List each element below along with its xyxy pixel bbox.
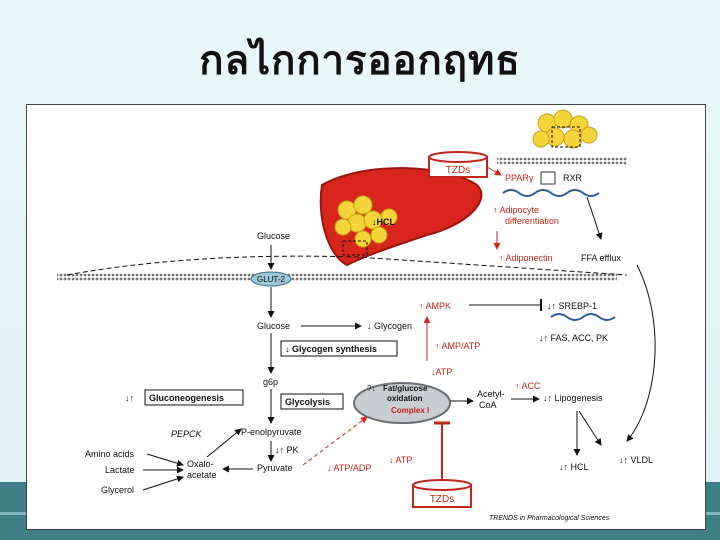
glycogen-synthesis-label: ↓ Glycogen synthesis [285,344,377,354]
fat-droplets-liver [334,195,398,248]
g6p-label: g6p [263,377,278,387]
lipogenesis-label: ↓↑ Lipogenesis [543,393,603,403]
ffa-efflux-label: FFA efflux [581,253,621,263]
pyruvate-to-mito-dashed-arrow [302,416,368,466]
slide-title: กลไกการออกฤทธ [199,38,521,84]
glycolysis-box [280,393,344,410]
rxr-label: RXR [563,173,583,183]
oxalo-label-1: Oxalo- [187,459,214,469]
adipocyte-label: ↑ Adipocyte [493,205,539,215]
acc-label: ↑ ACC [515,381,541,391]
atp-adp-label: ↓ ATP/ADP [327,463,371,473]
amp-atp-label: ↑ AMP/ATP [435,341,480,351]
complex-i-label: Complex I [391,406,429,415]
amino-to-oxalo-arrow [146,453,184,467]
tzd-to-ppar-arrow [486,166,502,176]
pk-label: ↓↑ PK [275,445,299,455]
adipocyte-nucleus-box [551,126,581,148]
glycogen-synthesis-box [280,340,398,357]
ppar-label: PPARγ [505,173,534,183]
fat-ox-label-2: oxidation [387,394,423,403]
adiponectin-label: ↑ Adiponectin [499,253,553,263]
glut2-transporter [250,271,292,287]
hepatocyte-box [342,240,368,256]
srebp-label: ↓↑ SREBP-1 [547,301,597,311]
fas-label: ↓↑ FAS, ACC, PK [539,333,608,343]
amino-acids-label: Amino acids [85,449,135,459]
glucose-mid-label: Glucose [257,321,290,331]
ppar-box [540,171,556,185]
gluconeogenesis-box [144,389,244,406]
fat-ox-label-1: Fat/glucose [383,384,428,393]
atp-down-mid-label: ↓ATP [431,367,452,377]
mitochondrion [353,382,451,424]
adipocyte-membrane [497,157,627,165]
glut2-label: GLUT-2 [257,275,286,284]
liver-hcl-label: ↓HCL [372,217,395,227]
dna-helix-mid [550,313,616,321]
tzd-top-label: TZDs [446,165,470,176]
fat-droplets-adipocyte [532,109,598,149]
differentiation-label: differentiation [505,216,559,226]
mechanism-diagram: TZDs TZDs PPARγ RXR ↑ Adipocyte differen… [26,104,706,530]
acetyl-label-2: CoA [479,400,497,410]
tzd-bottom-label: TZDs [430,494,454,505]
tzd-bottom-cylinder: TZDs [412,479,472,508]
tzd-top-cylinder: TZDs [428,151,488,178]
acetyl-label-1: Acetyl- [477,389,505,399]
glycerol-to-oxalo-arrow [142,475,184,491]
glycerol-label: Glycerol [101,485,134,495]
lactate-label: Lactate [105,465,135,475]
atp-down-low-label: ↓ ATP [389,455,412,465]
oxalo-to-pep-arrow [206,428,242,458]
gluconeogenesis-label: Gluconeogenesis [149,393,224,403]
glycolysis-label: Glycolysis [285,397,330,407]
vldl-label: ↓↑ VLDL [619,455,653,465]
pyruvate-label: Pyruvate [257,463,293,473]
lipogenesis-to-vldl-arrow [578,410,602,446]
oxalo-label-2: acetate [187,470,217,480]
fat-ox-prefix: ?↓ [367,384,375,393]
ffa-to-vldl-arrow [626,264,656,442]
source-credit: TRENDS in Pharmacological Sciences [489,515,610,522]
pepck-label: PEPCK [171,429,203,439]
cell-membrane [57,273,617,281]
rxr-to-ffa-arrow [586,196,603,240]
gluconeogenesis-arrows: ↓↑ [125,393,134,403]
glycogen-label: ↓ Glycogen [367,321,412,331]
liver-outline-dashed [66,255,628,276]
pep-label: P-enolpyruvate [241,427,302,437]
ampk-label: ↑ AMPK [419,301,451,311]
glucose-top-label: Glucose [257,231,290,241]
hcl-low-label: ↓↑ HCL [559,462,589,472]
dna-helix-top [502,189,600,197]
